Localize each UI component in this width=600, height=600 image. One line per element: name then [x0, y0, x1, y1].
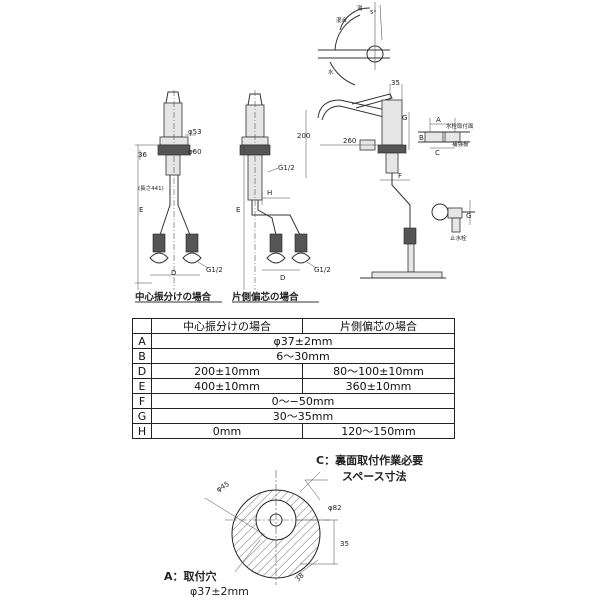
row-center-value: 200±10mm: [151, 363, 303, 379]
table-header-cell: 中心振分けの場合: [151, 318, 303, 334]
C-label: C: [435, 149, 440, 157]
table-row: E 400±10mm 360±10mm: [132, 378, 455, 394]
row-key: E: [132, 378, 152, 394]
D-label-2: D: [280, 274, 285, 282]
table-header-row: 中心振分けの場合 片側偏芯の場合: [132, 318, 455, 334]
mix-label: 混合: [336, 16, 348, 24]
a-note-line1: A：取付穴: [164, 569, 217, 583]
E-label-2: E: [236, 206, 240, 214]
stop-valve-label: 止水栓: [450, 234, 467, 242]
side-view-drawing: 35 200 260 F G: [297, 79, 446, 279]
row-offset-value: 360±10mm: [302, 378, 455, 394]
stop-valve-drawing: G 止水栓: [431, 200, 475, 242]
G-label: G: [466, 212, 471, 220]
table-row: A φ37±2mm: [132, 333, 455, 349]
row-value: φ37±2mm: [151, 333, 455, 349]
top-view-drawing: 湯 5° 混合 水: [318, 2, 390, 86]
B-label: B: [419, 134, 424, 142]
g12-label: G1/2: [206, 266, 223, 274]
row-key: H: [132, 423, 152, 439]
row-key: A: [132, 333, 152, 349]
A-label: A: [436, 116, 441, 124]
g12-label-2: G1/2: [278, 164, 295, 172]
a-note-line2: φ37±2mm: [190, 585, 249, 598]
table-row: G 30〜35mm: [132, 408, 455, 424]
phi45-label: φ45: [215, 480, 231, 494]
phi53-label: φ53: [188, 128, 202, 136]
row-offset-value: 120〜150mm: [302, 423, 455, 439]
row-key: D: [132, 363, 152, 379]
row-key: G: [132, 408, 152, 424]
row-value: 0〜−50mm: [151, 393, 455, 409]
H-label: H: [267, 189, 272, 197]
d35-label: 35: [391, 79, 400, 87]
row-value: 6〜30mm: [151, 348, 455, 364]
hot-label: 湯: [357, 4, 363, 12]
angle5-label: 5°: [370, 10, 376, 16]
cold-label: 水: [328, 68, 334, 76]
row-center-value: 400±10mm: [151, 378, 303, 394]
d35-bottom-label: 35: [340, 540, 349, 548]
c-note-line1: C：裏面取付作業必要: [316, 453, 423, 467]
d38-label: 38: [294, 571, 306, 583]
table-header-cell: 片側偏芯の場合: [302, 318, 455, 334]
reinforcement-label: 補強板: [452, 140, 469, 148]
caption-offset: 片側偏芯の場合: [232, 291, 299, 303]
len441-label: (長さ441): [138, 185, 164, 192]
counter-thickness-label: 水栓取付面: [446, 122, 474, 130]
d260-label: 260: [343, 137, 356, 145]
row-center-value: 0mm: [151, 423, 303, 439]
center-distribution-drawing: φ53 φ60 36 (長さ441) E D G1/2: [135, 90, 223, 290]
table-row: B 6〜30mm: [132, 348, 455, 364]
row-value: 30〜35mm: [151, 408, 455, 424]
G-label-side: G: [402, 114, 407, 122]
spec-table: 中心振分けの場合 片側偏芯の場合 A φ37±2mm B 6〜30mm D 20…: [132, 318, 455, 439]
table-row: F 0〜−50mm: [132, 393, 455, 409]
table-row: D 200±10mm 80〜100±10mm: [132, 363, 455, 379]
table-row: H 0mm 120〜150mm: [132, 423, 455, 439]
g12-label-3: G1/2: [314, 266, 331, 274]
c-note-line2: スペース寸法: [342, 469, 407, 483]
row-offset-value: 80〜100±10mm: [302, 363, 455, 379]
phi60-label: φ60: [188, 148, 202, 156]
table-header-cell: [132, 318, 152, 334]
row-key: F: [132, 393, 152, 409]
d36-label: 36: [138, 151, 147, 159]
D-label: D: [171, 269, 176, 277]
offset-drawing: G1/2 H E D G1/2: [236, 90, 331, 290]
mounting-hole-diagram: φ45 φ82 35 38 C：裏面取付作業必要 スペース寸法 A：取付穴 φ3…: [164, 453, 423, 598]
phi82-label: φ82: [328, 504, 342, 512]
row-key: B: [132, 348, 152, 364]
caption-center: 中心振分けの場合: [135, 291, 212, 303]
counter-detail-drawing: A B C 水栓取付面 補強板: [418, 116, 474, 157]
faucet-drawings: φ53 φ60 36 (長さ441) E D G1/2 G1/2 H E D G…: [135, 2, 475, 303]
E-label: E: [139, 206, 143, 214]
d200-label: 200: [297, 132, 310, 140]
F-label: F: [398, 172, 402, 180]
